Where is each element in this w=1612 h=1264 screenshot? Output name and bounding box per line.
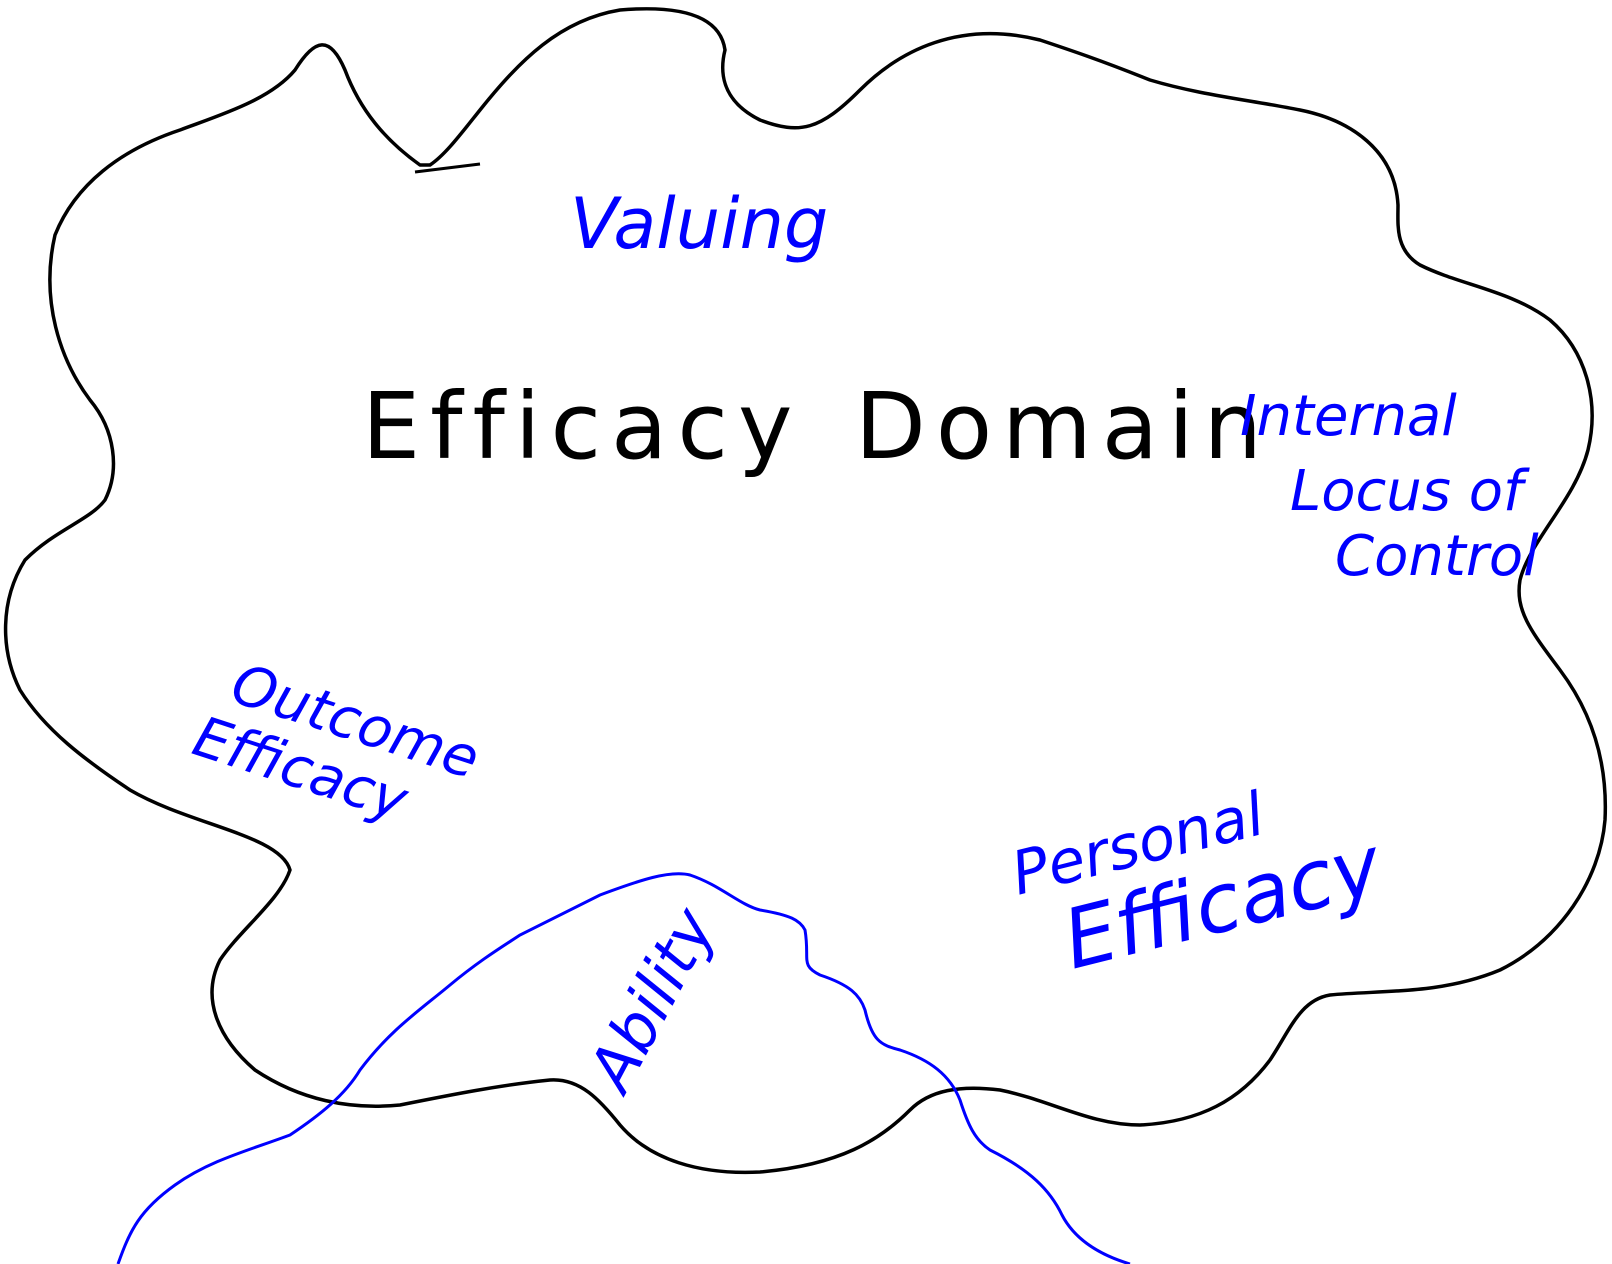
- title-efficacy: Efficacy: [362, 373, 802, 480]
- personal-efficacy-group: Personal Efficacy: [1005, 779, 1392, 988]
- cloud-notch-stroke: [414, 162, 481, 174]
- cloud-outline: [3, 7, 1608, 1175]
- outcome-efficacy-group: Outcome Efficacy: [185, 651, 486, 834]
- title-domain: Domain: [855, 373, 1272, 480]
- label-ability: Ability: [572, 895, 730, 1106]
- label-valuing: Valuing: [570, 183, 828, 265]
- label-locus-of: Locus of: [1290, 459, 1530, 524]
- label-internal: Internal: [1240, 384, 1457, 449]
- ability-curve: [116, 872, 1131, 1264]
- ability-group: Ability: [572, 895, 730, 1106]
- label-control: Control: [1335, 524, 1539, 589]
